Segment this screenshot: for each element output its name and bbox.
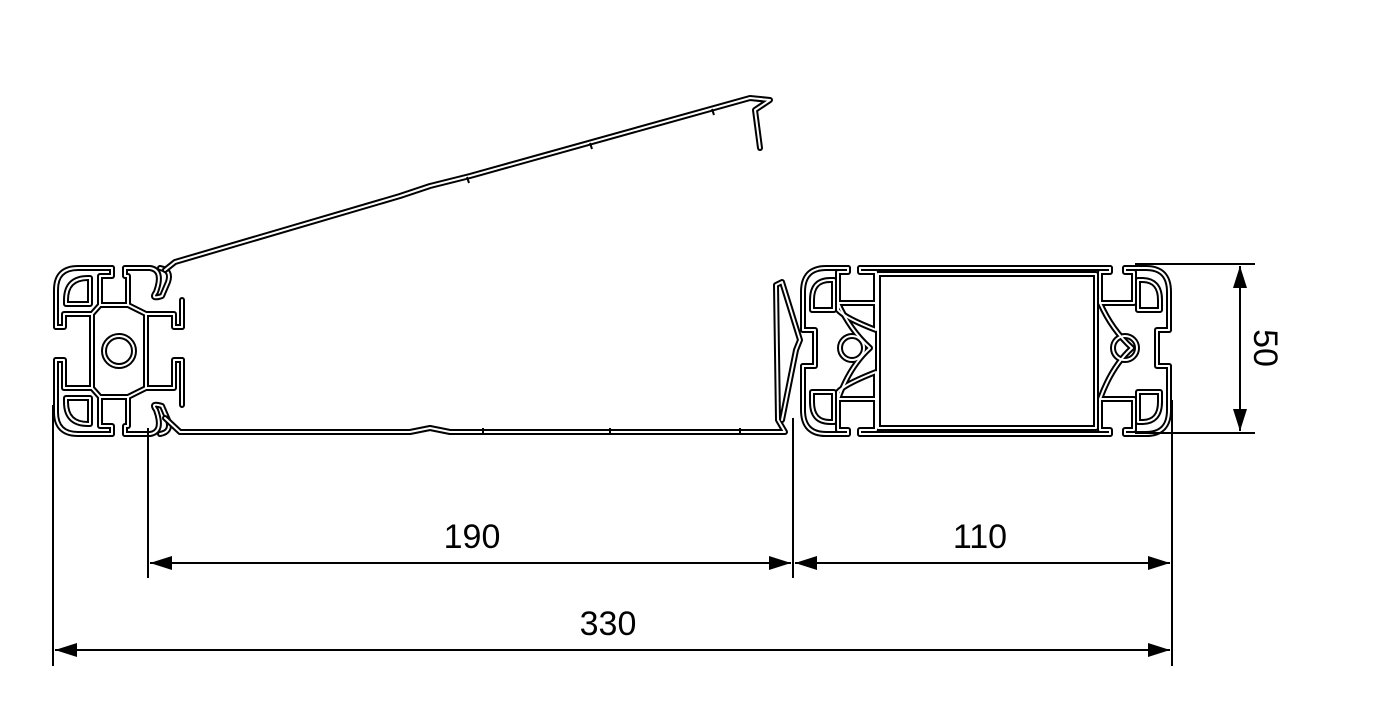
left-aluminium-profile (56, 268, 182, 434)
extension-lines (52, 263, 1255, 666)
dimension-50-label: 50 (1246, 329, 1284, 367)
hinged-cover-and-tray (165, 98, 800, 435)
right-aluminium-profile (803, 268, 1169, 434)
dimension-330-label: 330 (580, 605, 637, 643)
dimension-50: 50 (1233, 266, 1284, 431)
dimension-110: 110 (795, 518, 1170, 570)
dimension-330: 330 (55, 605, 1170, 657)
dimension-190: 190 (150, 518, 791, 570)
dimension-110-label: 110 (953, 518, 1007, 556)
dimension-190-label: 190 (444, 518, 501, 556)
